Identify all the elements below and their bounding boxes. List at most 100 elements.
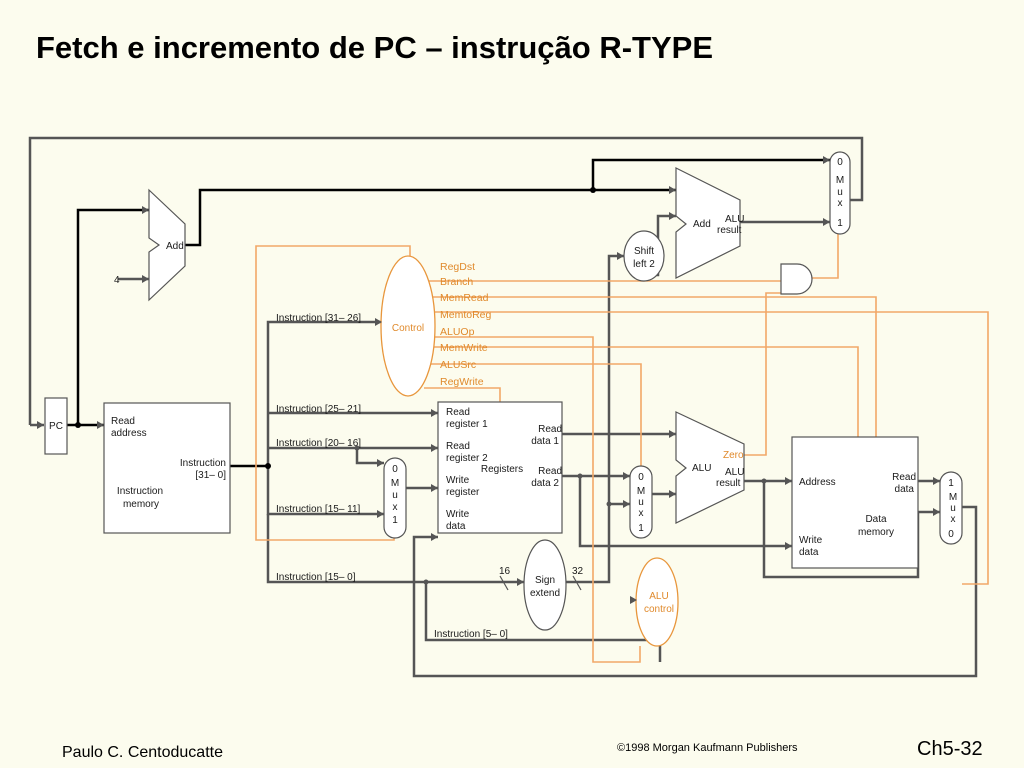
svg-text:ALU: ALU <box>725 214 744 225</box>
sign-extend-input-width: 16 <box>499 566 511 577</box>
sign-extend-unit: Sign extend <box>523 539 567 631</box>
branch-and-gate <box>780 263 813 295</box>
svg-text:Add: Add <box>166 241 184 252</box>
svg-text:result: result <box>716 478 741 489</box>
pcsrc-mux: 0 M u x 1 <box>829 151 851 235</box>
svg-text:M: M <box>836 175 844 186</box>
copyright-notice: ©1998 Morgan Kaufmann Publishers <box>617 742 798 754</box>
svg-text:x: x <box>393 502 398 513</box>
svg-text:1: 1 <box>638 523 644 534</box>
pc-increment-constant: 4 <box>114 275 120 286</box>
svg-text:RegDst: RegDst <box>440 261 475 273</box>
svg-text:u: u <box>638 497 644 508</box>
author-name: Paulo C. Centoducatte <box>62 744 223 761</box>
svg-text:Read: Read <box>111 416 135 427</box>
svg-text:Instruction: Instruction <box>117 486 163 497</box>
svg-text:data: data <box>446 521 466 532</box>
slide-title: Fetch e incremento de PC – instrução R-T… <box>36 30 713 65</box>
svg-text:0: 0 <box>638 472 644 483</box>
svg-text:ALU: ALU <box>692 463 711 474</box>
svg-text:control: control <box>644 604 674 615</box>
svg-text:M: M <box>637 486 645 497</box>
svg-text:ALUSrc: ALUSrc <box>440 359 476 371</box>
svg-text:Shift: Shift <box>634 246 654 257</box>
svg-text:Sign: Sign <box>535 575 555 586</box>
svg-text:Read: Read <box>538 466 562 477</box>
svg-text:1: 1 <box>948 478 954 489</box>
svg-text:MemtoReg: MemtoReg <box>440 309 492 321</box>
instruction-field-labels: Instruction [31– 26] Instruction [25– 21… <box>276 313 508 640</box>
instruction-memory: Read address Instruction [31– 0] Instruc… <box>103 402 231 534</box>
svg-text:Write: Write <box>799 535 823 546</box>
alusrc-mux: 0 M u x 1 <box>629 465 653 539</box>
svg-text:data 2: data 2 <box>531 478 559 489</box>
datapath-wires <box>412 432 978 678</box>
svg-text:u: u <box>837 187 843 198</box>
alu-control-unit: ALU control <box>635 557 679 647</box>
svg-text:ALU: ALU <box>725 467 744 478</box>
control-signal-labels: RegDst Branch MemRead MemtoReg ALUOp Mem… <box>440 261 492 388</box>
svg-text:address: address <box>111 428 147 439</box>
memtoreg-mux: 1 M u x 0 <box>939 471 963 545</box>
svg-text:x: x <box>838 198 843 209</box>
svg-text:Zero: Zero <box>723 450 744 461</box>
svg-text:Instruction: Instruction <box>180 458 226 469</box>
svg-text:M: M <box>391 478 399 489</box>
svg-text:u: u <box>950 503 956 514</box>
register-file: Read register 1 Read register 2 Write re… <box>437 401 563 534</box>
main-alu: ALU Zero ALU result <box>675 411 745 524</box>
svg-text:memory: memory <box>123 499 159 510</box>
svg-text:ALUOp: ALUOp <box>440 326 475 338</box>
pc-register: PC <box>44 397 68 455</box>
svg-text:0: 0 <box>837 157 843 168</box>
shift-left-2-unit: Shift left 2 <box>623 230 665 282</box>
bus-width-tick <box>572 575 582 591</box>
svg-text:Write: Write <box>446 509 470 520</box>
svg-text:0: 0 <box>392 464 398 475</box>
svg-text:Instruction [20– 16]: Instruction [20– 16] <box>276 438 361 449</box>
control-unit: Control <box>380 255 436 397</box>
svg-text:Instruction [15– 0]: Instruction [15– 0] <box>276 572 356 583</box>
svg-text:result: result <box>717 225 742 236</box>
svg-text:register 1: register 1 <box>446 419 488 430</box>
svg-text:Branch: Branch <box>440 276 473 288</box>
bus-width-tick <box>499 575 509 591</box>
svg-text:Read: Read <box>446 441 470 452</box>
pc-add-unit: Add <box>148 188 186 302</box>
svg-text:MemWrite: MemWrite <box>440 342 488 354</box>
svg-text:register: register <box>446 487 480 498</box>
svg-text:Control: Control <box>392 323 424 334</box>
svg-text:x: x <box>951 514 956 525</box>
branch-add-unit: Add ALU result <box>675 167 744 279</box>
svg-text:extend: extend <box>530 588 560 599</box>
wire-arrowheads <box>37 156 940 604</box>
slide-number: Ch5-32 <box>917 738 983 760</box>
svg-text:[31– 0]: [31– 0] <box>195 470 226 481</box>
svg-text:register 2: register 2 <box>446 453 488 464</box>
svg-text:Read: Read <box>892 472 916 483</box>
svg-text:ALU: ALU <box>649 591 668 602</box>
svg-text:data: data <box>895 484 915 495</box>
svg-text:Read: Read <box>446 407 470 418</box>
svg-text:memory: memory <box>858 527 894 538</box>
data-memory: Address Read data Write data Data memory <box>791 436 919 569</box>
svg-text:left 2: left 2 <box>633 259 655 270</box>
svg-text:PC: PC <box>49 421 63 432</box>
svg-text:data: data <box>799 547 819 558</box>
wire-junctions <box>75 187 767 585</box>
svg-text:Instruction [5– 0]: Instruction [5– 0] <box>434 629 508 640</box>
svg-text:RegWrite: RegWrite <box>440 376 484 388</box>
svg-text:Registers: Registers <box>481 464 523 475</box>
control-wires <box>255 228 989 663</box>
svg-text:1: 1 <box>392 515 398 526</box>
svg-text:M: M <box>949 492 957 503</box>
svg-text:1: 1 <box>837 218 843 229</box>
svg-text:Data: Data <box>865 514 887 525</box>
sign-extend-output-width: 32 <box>572 566 584 577</box>
svg-text:MemRead: MemRead <box>440 292 489 304</box>
svg-text:Instruction [15– 11]: Instruction [15– 11] <box>276 504 361 515</box>
regdst-mux: 0 M u x 1 <box>383 457 407 539</box>
svg-text:Read: Read <box>538 424 562 435</box>
svg-text:x: x <box>639 508 644 519</box>
